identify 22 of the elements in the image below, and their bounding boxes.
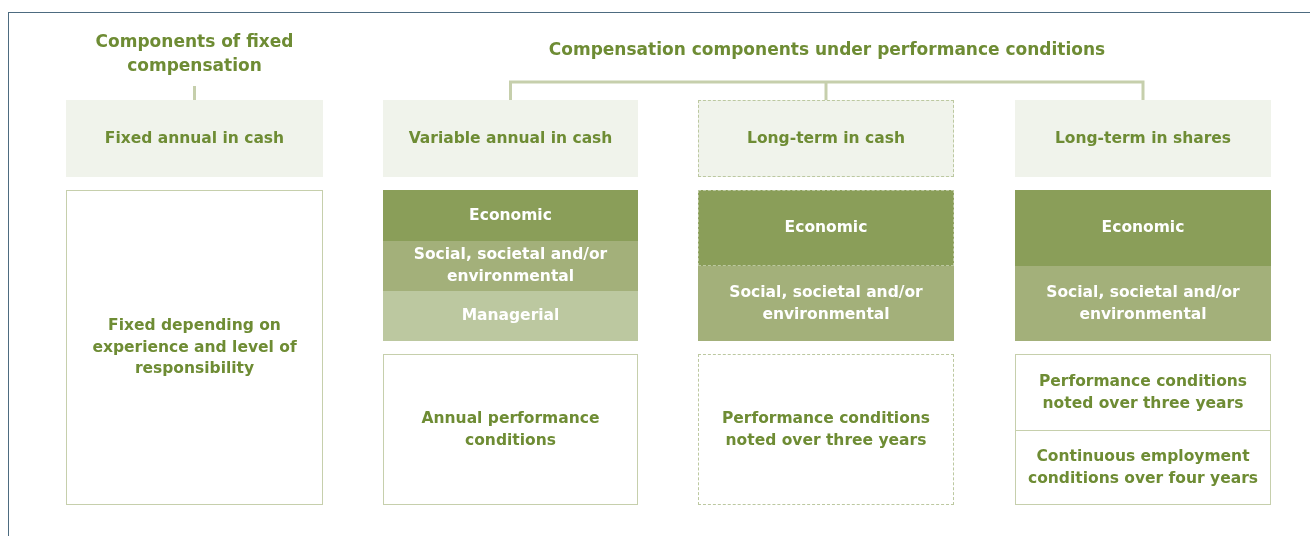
heading-text: Compensation components under performance conditions: [548, 38, 1106, 61]
description-box: Performance conditions noted over three years: [1015, 354, 1271, 431]
description-box: Annual performance conditions: [383, 354, 638, 505]
category-box: Fixed annual in cash: [66, 100, 323, 177]
description-box: Continuous employment conditions over four years: [1015, 430, 1271, 505]
category-box: Variable annual in cash: [383, 100, 638, 177]
category-box: Long-term in cash: [698, 100, 954, 177]
criteria-band: Managerial: [383, 291, 638, 341]
connector-line: [509, 80, 827, 100]
criteria-band: Social, societal and/or environmental: [1015, 266, 1271, 341]
heading-text: Components of fixed compensation: [94, 30, 295, 77]
description-box: Performance conditions noted over three years: [698, 354, 954, 505]
criteria-band: Economic: [698, 190, 954, 266]
connector-line: [824, 82, 828, 100]
connector-line: [193, 86, 196, 100]
criteria-band: Social, societal and/or environmental: [698, 266, 954, 341]
connector-line: [827, 80, 1145, 100]
criteria-band: Social, societal and/or environmental: [383, 241, 638, 291]
criteria-band: Economic: [383, 190, 638, 241]
criteria-band: Economic: [1015, 190, 1271, 266]
category-box: Long-term in shares: [1015, 100, 1271, 177]
description-box: Fixed depending on experience and level of responsibility: [66, 190, 323, 505]
